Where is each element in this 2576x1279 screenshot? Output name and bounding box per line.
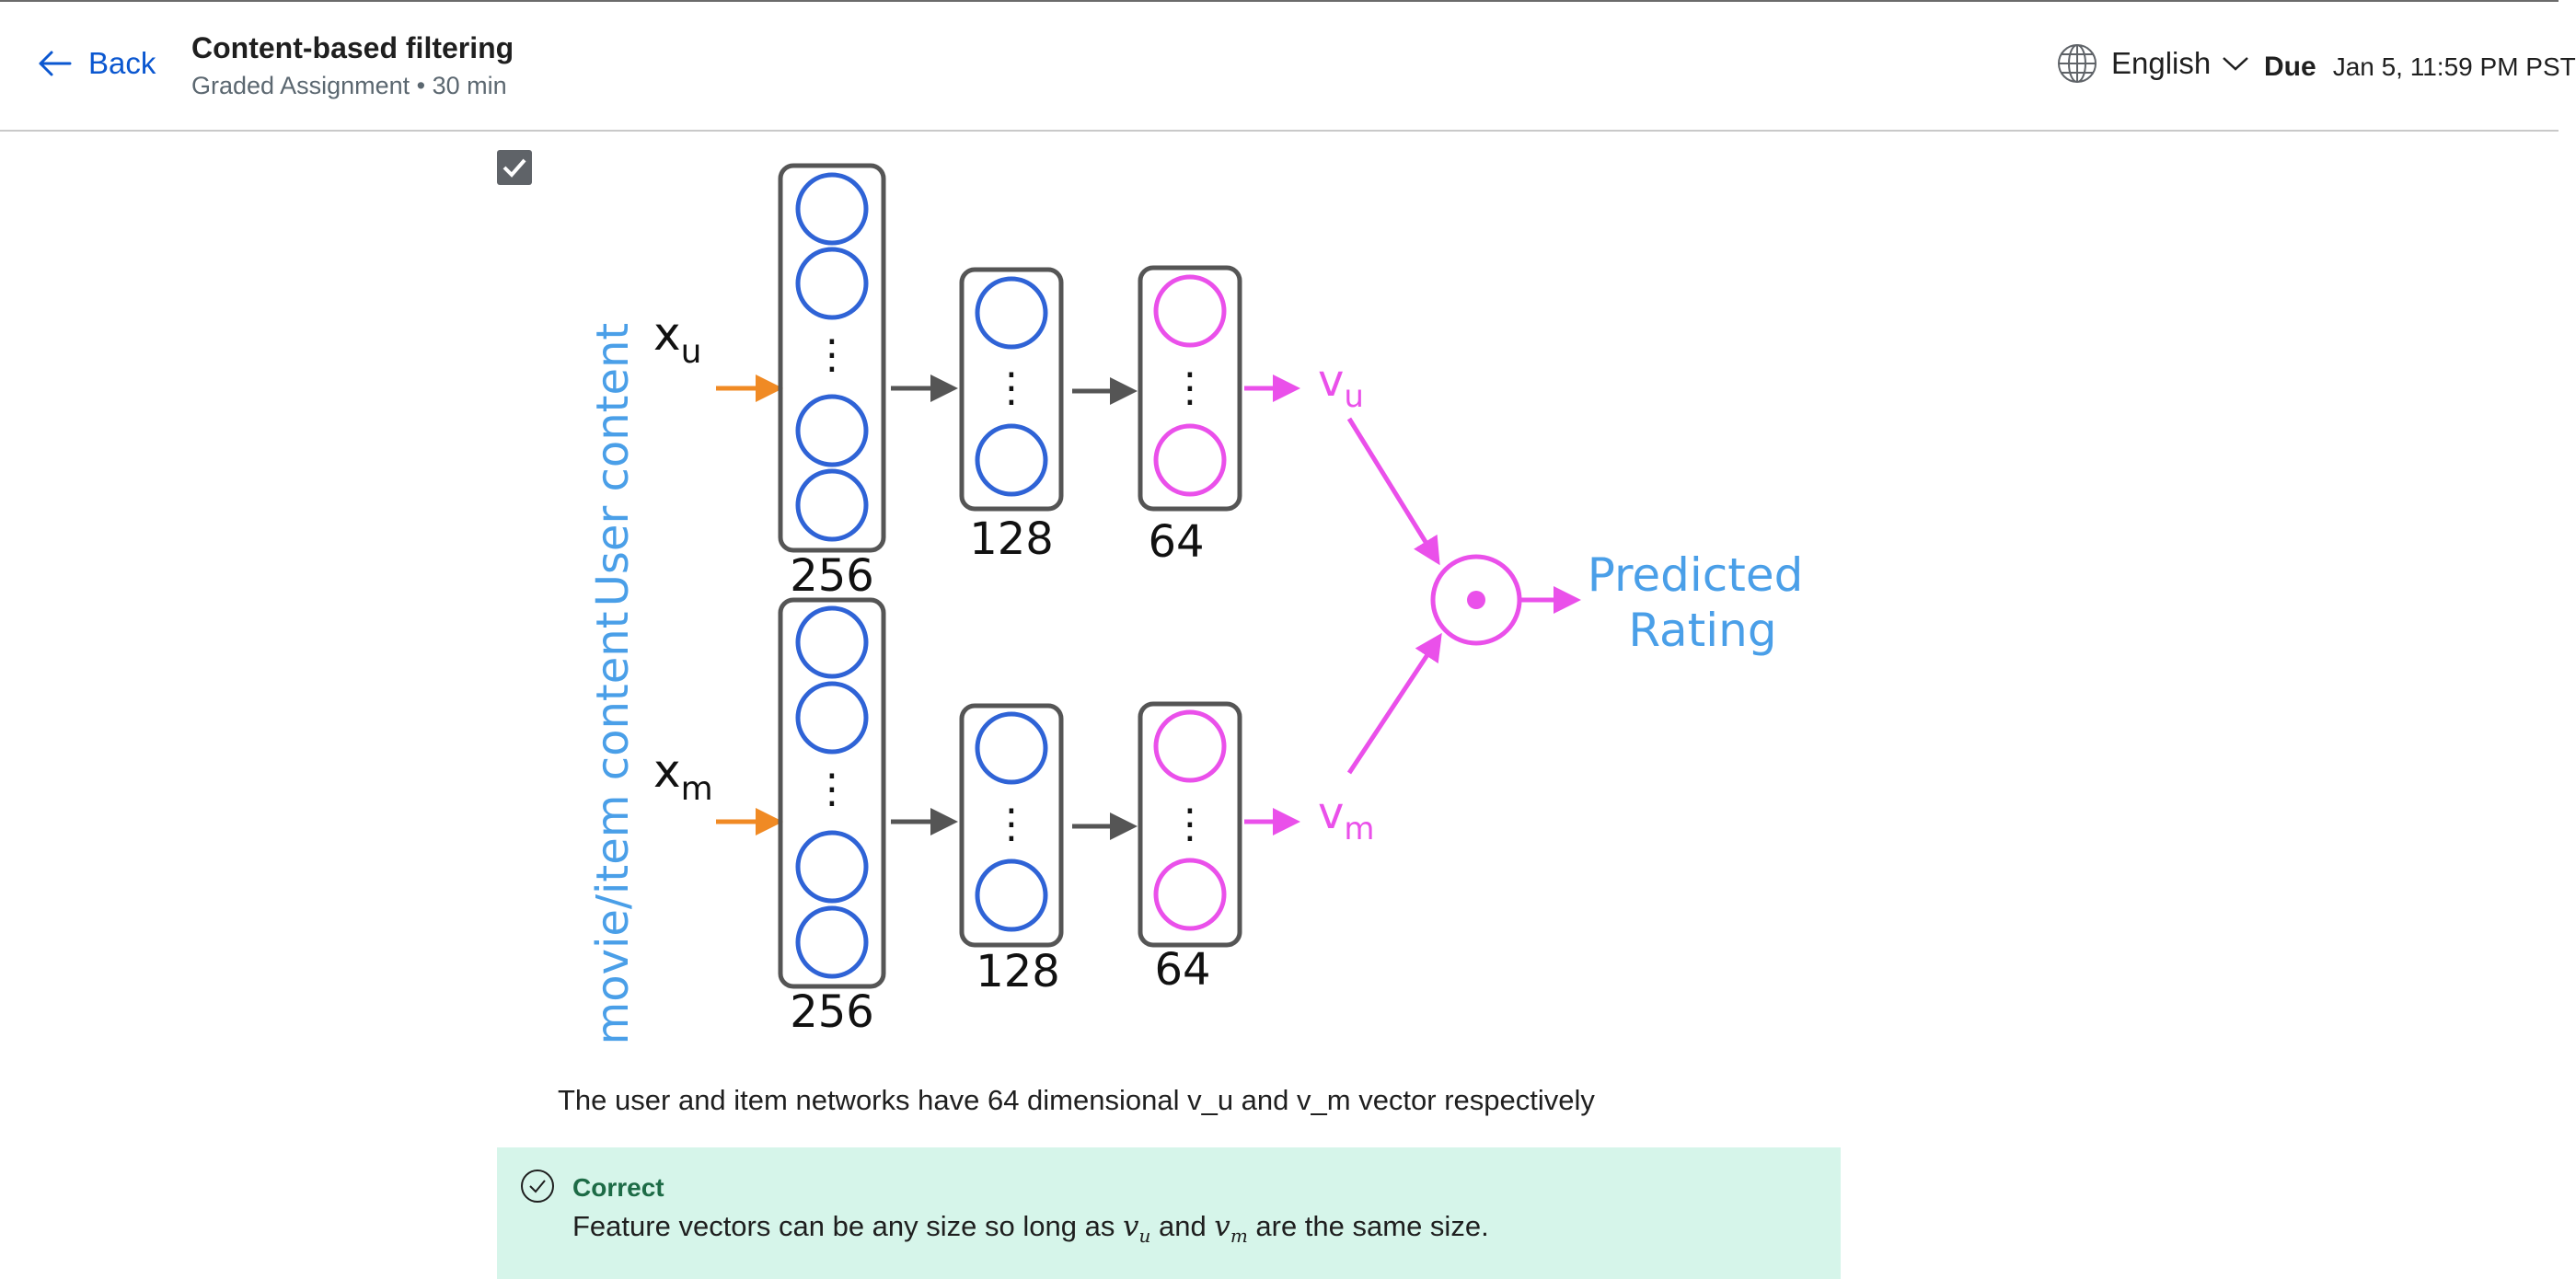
- language-label: English: [2111, 46, 2212, 80]
- vm-sub: m: [1344, 811, 1374, 847]
- chevron-down-icon: [2223, 57, 2249, 71]
- vu-to-dot-arrow: [1346, 417, 1440, 566]
- item-layer-128-size: 128: [976, 946, 1060, 997]
- predicted-line2: Rating: [1628, 604, 1776, 657]
- feedback-text: Feature vectors can be any size so long …: [572, 1210, 1489, 1247]
- var1-sub: u: [1138, 1225, 1151, 1248]
- vu-sub: u: [1344, 378, 1364, 415]
- feedback-box: Correct Feature vectors can be any size …: [497, 1147, 1841, 1279]
- due-label: Due: [2264, 52, 2316, 82]
- item-content-label: movie/item content: [587, 611, 639, 1044]
- checkmark-icon: [502, 158, 526, 178]
- item-layer-128: ⋮: [959, 703, 1064, 948]
- user-layer-128-size: 128: [969, 513, 1054, 565]
- xm-sub: m: [681, 770, 713, 808]
- vu-base: v: [1318, 355, 1344, 407]
- user-layer-256: ⋮: [778, 163, 886, 553]
- user-layer-256-dots: ⋮: [812, 331, 852, 378]
- feedback-status: Correct: [572, 1173, 664, 1202]
- page-title: Content-based filtering: [191, 31, 514, 64]
- predicted-rating-label: Predicted Rating: [1588, 548, 1819, 657]
- assignment-subtitle: Graded Assignment • 30 min: [191, 72, 507, 99]
- xu-label: xu: [653, 307, 701, 371]
- user-layer-128: ⋮: [959, 267, 1064, 512]
- vm-to-dot-arrow: [1346, 632, 1442, 775]
- user-layer-256-size: 256: [790, 550, 874, 602]
- vm-base: v: [1318, 788, 1344, 839]
- language-selector[interactable]: English: [2056, 42, 2249, 85]
- dot-product-node: [1430, 554, 1522, 646]
- xu-sub: u: [681, 333, 702, 371]
- user-layer-64: ⋮: [1138, 265, 1242, 512]
- var2-sub: m: [1230, 1225, 1248, 1248]
- vm-label: vm: [1318, 788, 1375, 847]
- vu-label: vu: [1318, 355, 1364, 415]
- var1-base: v: [1122, 1210, 1139, 1243]
- back-button[interactable]: Back: [37, 46, 156, 81]
- predicted-line1: Predicted: [1588, 548, 1804, 602]
- xu-base: x: [653, 307, 681, 361]
- var2-base: v: [1214, 1210, 1230, 1243]
- answer-option-text: The user and item networks have 64 dimen…: [558, 1084, 1595, 1116]
- item-layer-64-size: 64: [1154, 944, 1210, 996]
- answer-checkbox[interactable]: [497, 150, 532, 185]
- globe-icon: [2058, 44, 2097, 83]
- user-content-label: User content: [587, 323, 639, 606]
- network-diagram: User content movie/item content xu xm ⋮ …: [587, 163, 1819, 1045]
- top-header: Back Content-based filtering Graded Assi…: [0, 0, 2576, 132]
- back-label: Back: [88, 46, 156, 80]
- item-layer-128-dots: ⋮: [991, 801, 1032, 847]
- item-layer-64: ⋮: [1138, 701, 1242, 948]
- xm-label: xm: [653, 744, 713, 808]
- feedback-text-mid: and: [1150, 1210, 1215, 1242]
- feedback-text-before: Feature vectors can be any size so long …: [572, 1210, 1123, 1242]
- item-layer-256-size: 256: [790, 986, 874, 1038]
- feedback-text-after: are the same size.: [1247, 1210, 1489, 1242]
- arrow-left-icon: [39, 51, 72, 76]
- due-date-value: Jan 5, 11:59 PM PST: [2332, 52, 2576, 81]
- xm-base: x: [653, 744, 681, 798]
- item-layer-64-dots: ⋮: [1170, 801, 1210, 847]
- user-layer-64-dots: ⋮: [1170, 364, 1210, 411]
- user-layer-64-size: 64: [1148, 516, 1204, 568]
- due-date: Due Jan 5, 11:59 PM PST: [2264, 52, 2576, 83]
- user-layer-128-dots: ⋮: [991, 364, 1032, 411]
- feedback-var-vm: vm: [1214, 1210, 1247, 1247]
- check-circle-icon: [521, 1170, 554, 1203]
- item-layer-256: ⋮: [778, 597, 886, 989]
- feedback-var-vu: vu: [1122, 1210, 1150, 1247]
- item-layer-256-dots: ⋮: [812, 766, 852, 812]
